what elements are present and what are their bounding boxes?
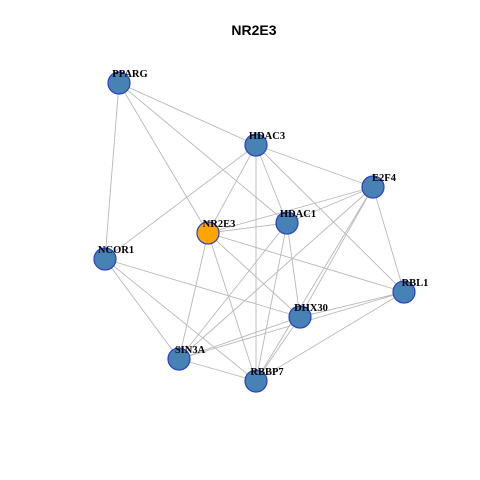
edge-e2f4-hdac1 xyxy=(286,186,374,224)
edge-pparg-nr2e3 xyxy=(118,82,209,234)
node-label-rbl1: RBL1 xyxy=(402,278,429,289)
edge-hdac3-nr2e3 xyxy=(207,144,257,234)
node-label-pparg: PPARG xyxy=(112,69,147,80)
node-rbbp7[interactable] xyxy=(244,369,268,393)
node-circle-rbl1[interactable] xyxy=(392,280,416,304)
edge-sin3a-rbbp7 xyxy=(178,358,257,382)
node-circle-dhx30[interactable] xyxy=(288,305,312,329)
node-label-sin3a: SIN3A xyxy=(175,345,206,356)
node-label-dhx30: DHX30 xyxy=(294,303,328,314)
edge-nr2e3-sin3a xyxy=(178,232,209,360)
edge-hdac1-rbbp7 xyxy=(255,222,288,382)
edge-nr2e3-rbbp7 xyxy=(207,232,257,382)
node-label-rbbp7: RBBP7 xyxy=(250,367,283,378)
edge-rbl1-rbbp7 xyxy=(255,291,405,382)
edge-e2f4-nr2e3 xyxy=(207,186,374,234)
edges-layer xyxy=(104,82,405,382)
node-circle-rbbp7[interactable] xyxy=(244,369,268,393)
node-ncor1[interactable] xyxy=(93,247,117,271)
node-hdac3[interactable] xyxy=(244,133,268,157)
edge-ncor1-sin3a xyxy=(104,258,180,360)
edge-pparg-hdac3 xyxy=(118,82,257,146)
edge-hdac1-dhx30 xyxy=(286,222,301,318)
nodes-layer: PPARG HDAC3E2F4HDAC1NR2E3NCOR1RBL1DHX30SI… xyxy=(93,69,429,393)
edge-e2f4-rbl1 xyxy=(372,186,405,293)
node-label-hdac1: HDAC1 xyxy=(280,209,316,220)
edge-ncor1-rbbp7 xyxy=(104,258,257,382)
edge-e2f4-rbbp7 xyxy=(255,186,374,382)
edge-hdac3-ncor1 xyxy=(104,144,257,260)
node-nr2e3[interactable] xyxy=(196,221,220,245)
edge-e2f4-dhx30 xyxy=(299,186,374,318)
node-e2f4[interactable] xyxy=(361,175,385,199)
edge-hdac3-e2f4 xyxy=(255,144,374,188)
node-label-ncor1: NCOR1 xyxy=(98,245,134,256)
node-circle-pparg[interactable] xyxy=(107,71,131,95)
node-dhx30[interactable] xyxy=(288,305,312,329)
edge-rbl1-sin3a xyxy=(178,291,405,360)
node-rbl1[interactable] xyxy=(392,280,416,304)
edge-ncor1-dhx30 xyxy=(104,258,301,318)
edge-pparg-ncor1 xyxy=(104,82,120,260)
edge-hdac3-hdac1 xyxy=(255,144,288,224)
node-label-nr2e3: NR2E3 xyxy=(203,219,236,230)
edge-dhx30-rbbp7 xyxy=(255,316,301,382)
node-label-hdac3: HDAC3 xyxy=(249,131,285,142)
node-circle-hdac3[interactable] xyxy=(244,133,268,157)
edge-nr2e3-dhx30 xyxy=(207,232,301,318)
node-circle-e2f4[interactable] xyxy=(361,175,385,199)
edge-hdac1-nr2e3 xyxy=(207,222,288,234)
node-circle-nr2e3[interactable] xyxy=(196,221,220,245)
node-pparg[interactable] xyxy=(107,71,131,95)
graph-title: NR2E3 xyxy=(231,22,276,38)
edge-nr2e3-rbl1 xyxy=(207,232,405,293)
node-circle-hdac1[interactable] xyxy=(275,211,299,235)
node-circle-sin3a[interactable] xyxy=(167,347,191,371)
node-sin3a[interactable] xyxy=(167,347,191,371)
edge-e2f4-sin3a xyxy=(178,186,374,360)
node-circle-ncor1[interactable] xyxy=(93,247,117,271)
edge-dhx30-sin3a xyxy=(178,316,301,360)
edge-hdac3-rbl1 xyxy=(255,144,405,293)
edge-rbl1-dhx30 xyxy=(299,291,405,318)
edge-hdac1-sin3a xyxy=(178,222,288,360)
edge-pparg-hdac1 xyxy=(118,82,288,224)
node-label-e2f4: E2F4 xyxy=(372,173,397,184)
node-hdac1[interactable] xyxy=(275,211,299,235)
